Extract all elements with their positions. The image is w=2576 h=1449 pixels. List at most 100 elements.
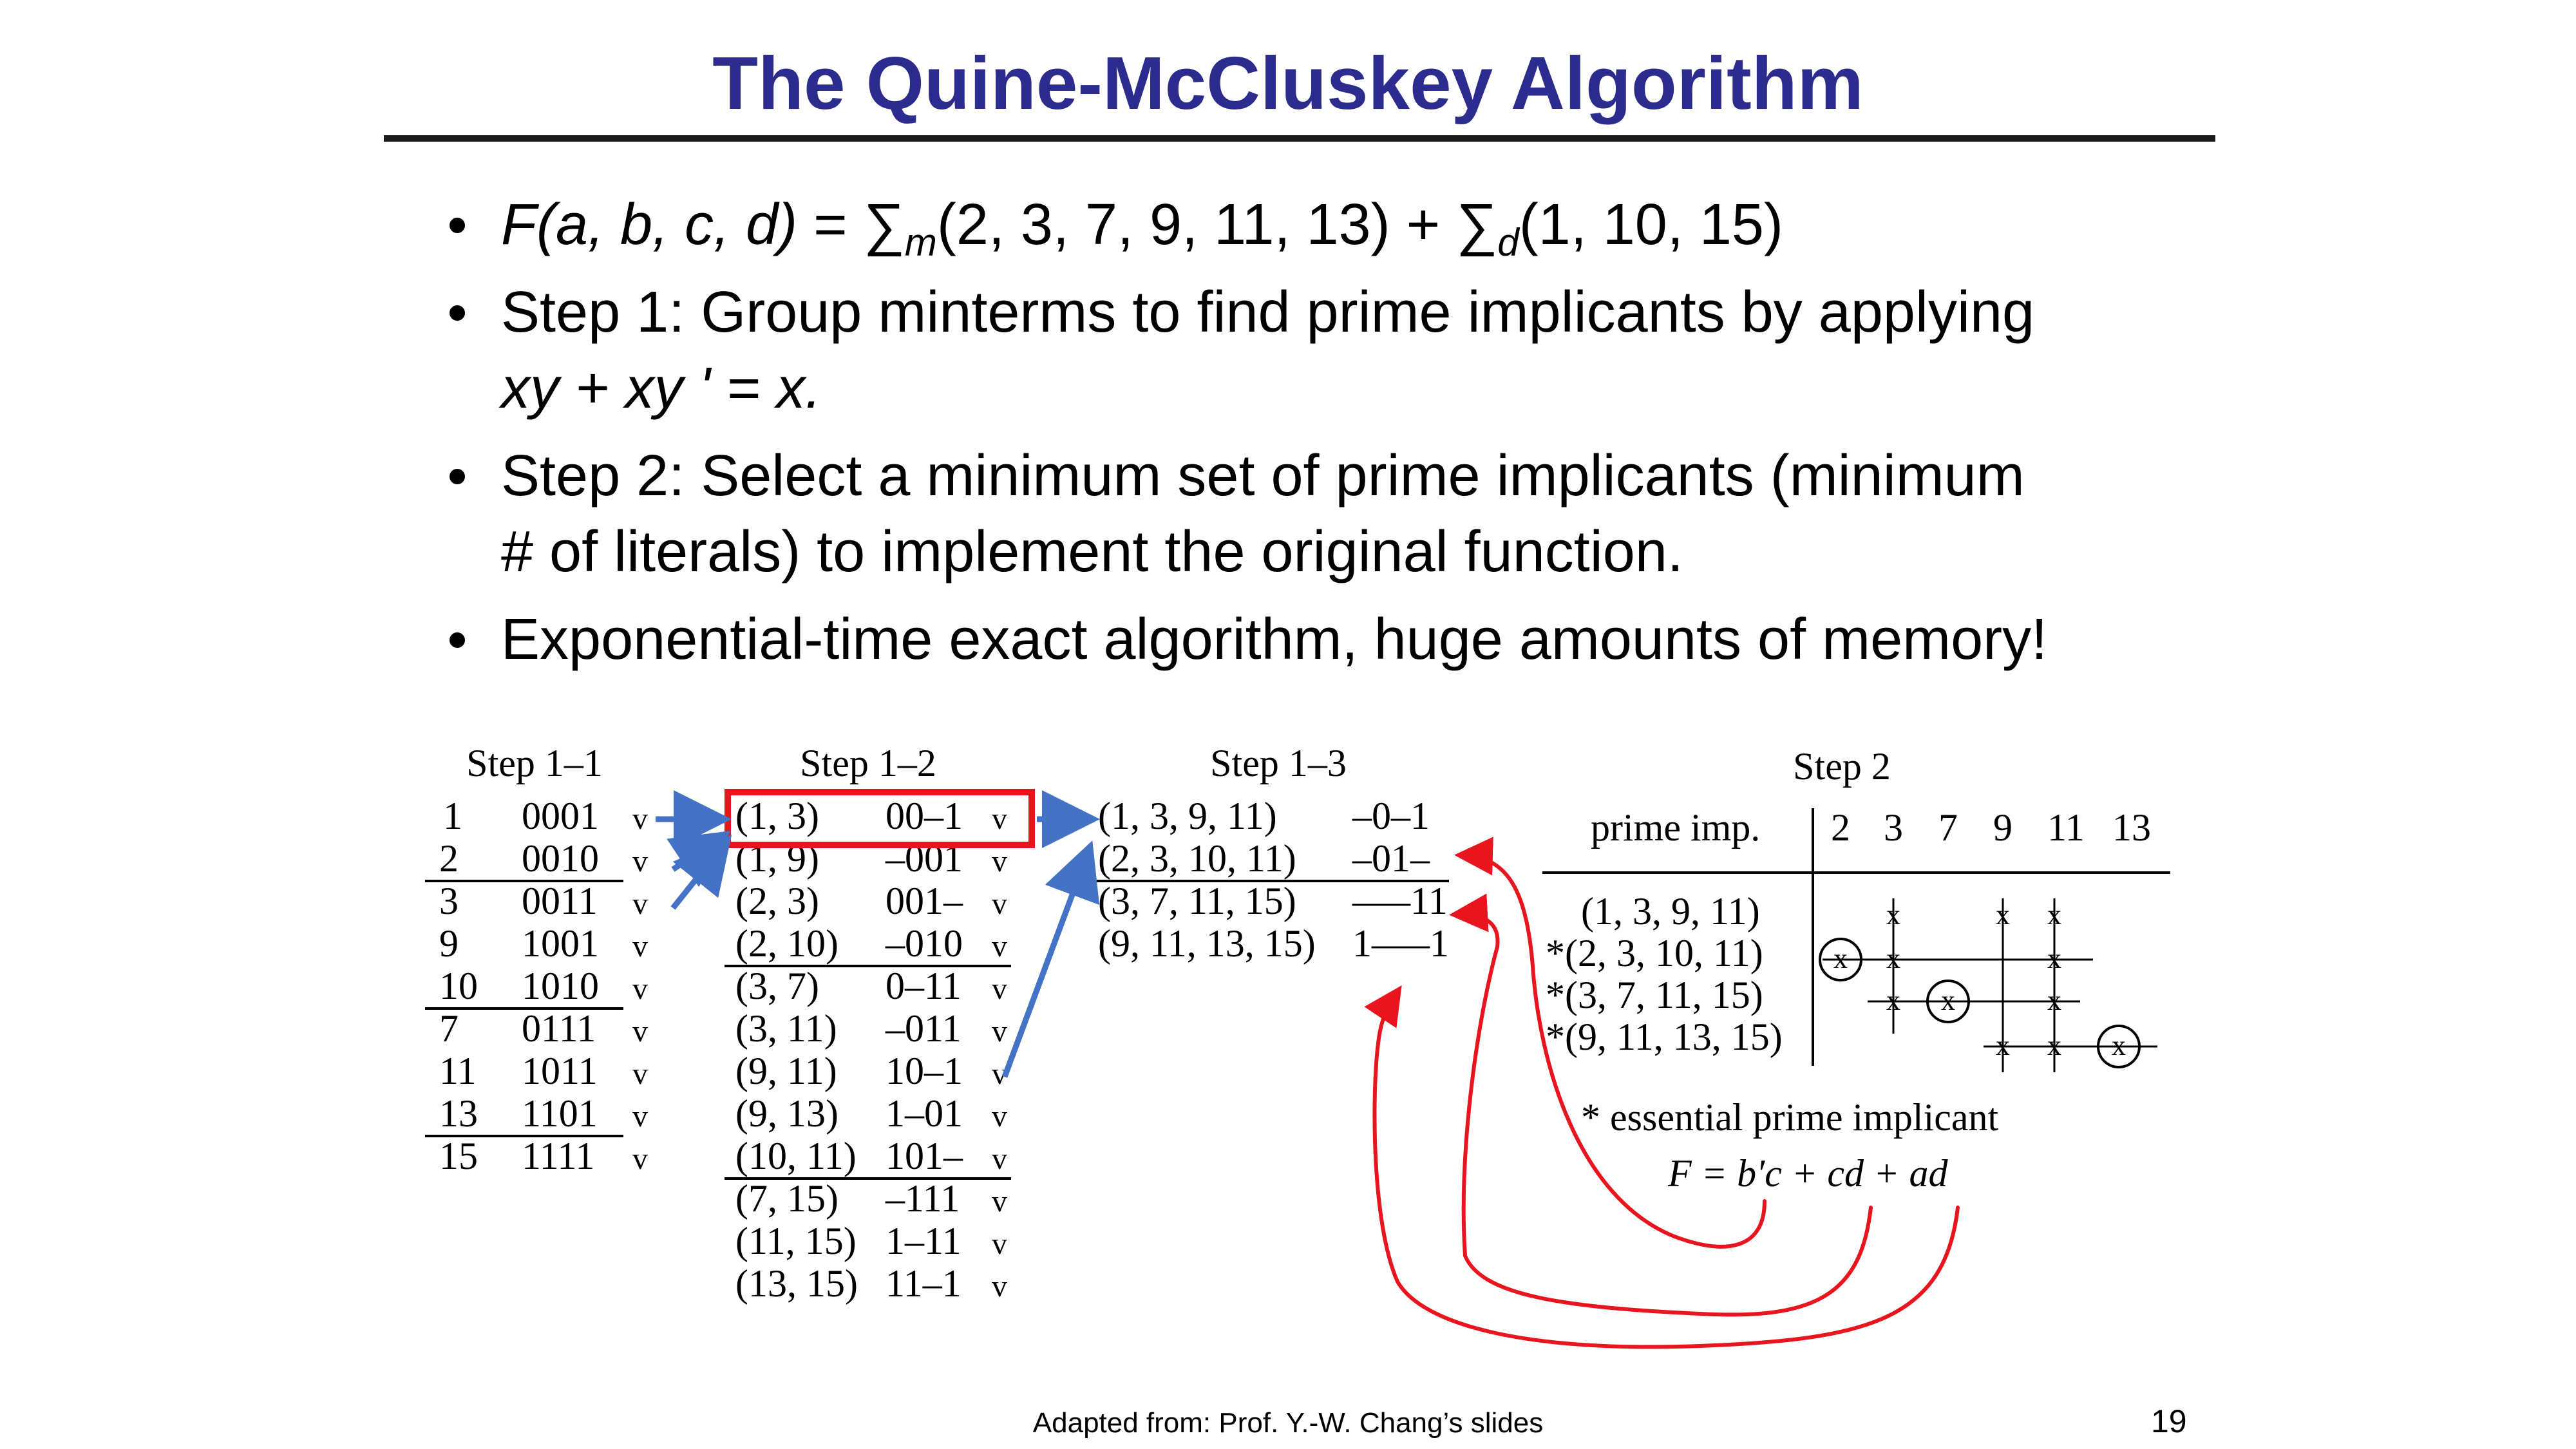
fn-minterms: (2, 3, 7, 9, 11, 13) + ∑	[936, 193, 1498, 257]
essential-circle	[1819, 938, 1862, 981]
essential-circle	[2097, 1025, 2141, 1068]
flow-arrows	[656, 790, 1100, 1078]
s12-code: 1–01	[886, 1092, 963, 1135]
s12-pair: (11, 15)	[735, 1220, 857, 1262]
bullet-function: F(a, b, c, d) = ∑m(2, 3, 7, 9, 11, 13) +…	[444, 187, 2248, 263]
s12-check: v	[992, 887, 1007, 921]
s11-code: 1001	[522, 922, 599, 965]
s11-n: 7	[439, 1007, 459, 1050]
s12-pair: (9, 11)	[735, 1050, 837, 1092]
s11-code: 1010	[522, 965, 599, 1007]
s13-group: (2, 3, 10, 11)	[1098, 837, 1296, 880]
sub-m: m	[904, 221, 937, 264]
chart-row: *(2, 3, 10, 11)	[1546, 932, 1763, 974]
cover-mark: x	[1996, 1030, 2010, 1061]
s12-check: v	[992, 1184, 1007, 1218]
chart-col: 11	[2047, 806, 2085, 849]
bullet-step2: Step 2: Select a minimum set of prime im…	[444, 438, 2248, 590]
cover-mark: x	[2112, 1030, 2126, 1061]
s12-code: 001–	[886, 880, 963, 922]
step1-1-table: 1 0001 v 2 0010 v 3 0011 v 9 1001 v 10 1…	[425, 795, 648, 1177]
s11-code: 0011	[522, 880, 598, 922]
chart-row: *(3, 7, 11, 15)	[1546, 974, 1763, 1016]
chart-col: 13	[2112, 806, 2151, 849]
cover-mark: x	[2047, 943, 2061, 974]
chart-col: 9	[1993, 806, 2012, 849]
s12-code: –011	[885, 1007, 961, 1050]
s12-check: v	[992, 844, 1007, 878]
s11-check: v	[632, 887, 648, 921]
step1-2-title: Step 1–2	[800, 742, 936, 784]
s12-check: v	[992, 802, 1007, 836]
s11-code: 0001	[522, 795, 599, 837]
s11-check: v	[632, 1014, 648, 1048]
s12-check: v	[992, 1142, 1007, 1176]
step2-text: Step 2: Select a minimum set of prime im…	[501, 444, 2025, 508]
s13-group: (1, 3, 9, 11)	[1098, 795, 1277, 837]
s11-check: v	[632, 1099, 648, 1133]
s12-pair: (10, 11)	[735, 1135, 857, 1177]
s11-code: 0010	[522, 837, 599, 880]
s12-pair: (3, 7)	[735, 965, 819, 1007]
cover-mark: x	[1886, 985, 1900, 1016]
cover-mark: x	[1941, 985, 1955, 1016]
s11-n: 15	[439, 1135, 478, 1177]
step2-chart: prime imp. 2 3 7 9 11 13 (1, 3, 9, 11) *…	[1542, 806, 2170, 1195]
step2-text-2: # of literals) to implement the original…	[501, 520, 1683, 584]
annotation-curve	[1364, 985, 1960, 1349]
step1-3-title: Step 1–3	[1210, 742, 1347, 784]
essential-circle	[1926, 980, 1970, 1023]
s11-n: 10	[439, 965, 478, 1007]
step1-3-table: (1, 3, 9, 11) –0–1 (2, 3, 10, 11) –01– (…	[1092, 795, 1449, 965]
bullet-complexity: Exponential-time exact algorithm, huge a…	[444, 601, 2248, 677]
cover-mark: x	[1833, 943, 1848, 974]
s12-pair: (2, 3)	[735, 880, 819, 922]
s13-code: —–11	[1352, 880, 1448, 922]
sub-d: d	[1497, 221, 1519, 264]
chart-col: 2	[1831, 806, 1850, 849]
bullet-list: F(a, b, c, d) = ∑m(2, 3, 7, 9, 11, 13) +…	[444, 187, 2248, 689]
s12-check: v	[992, 1269, 1007, 1303]
result-formula: F = b′c + cd + ad	[1667, 1152, 1949, 1195]
s11-check: v	[632, 972, 648, 1006]
s12-check: v	[992, 972, 1007, 1006]
step1-expr: xy + xy ' = x.	[501, 356, 822, 421]
s12-pair: (13, 15)	[735, 1262, 858, 1305]
s12-pair: (2, 10)	[735, 922, 838, 965]
annotation-curve	[1454, 837, 1766, 1249]
cover-mark: x	[1886, 899, 1900, 931]
s11-n: 9	[439, 922, 459, 965]
step1-2-table: (1, 3) 00–1 v (1, 9) –001 v (2, 3) 001– …	[724, 789, 1035, 1305]
annotation-curve	[1449, 893, 1873, 1317]
cover-mark: x	[2047, 1030, 2061, 1061]
cover-mark: x	[2047, 899, 2061, 931]
s12-pair: (7, 15)	[735, 1177, 838, 1220]
arrow-icon	[1001, 840, 1100, 1078]
cover-mark: x	[1996, 899, 2010, 931]
s11-code: 1111	[522, 1135, 594, 1177]
chart-row: (1, 3, 9, 11)	[1581, 890, 1760, 933]
s11-n: 3	[439, 880, 459, 922]
s11-code: 0111	[522, 1007, 596, 1050]
s12-check: v	[992, 1014, 1007, 1048]
s12-code: 10–1	[886, 1050, 963, 1092]
slide-title: The Quine-McCluskey Algorithm	[712, 41, 1864, 125]
fn-eq: = ∑	[797, 193, 905, 257]
fn-args: (a, b, c, d)	[536, 193, 798, 257]
title-rule	[384, 135, 2215, 142]
s12-code: 00–1	[886, 795, 963, 837]
s13-code: –0–1	[1352, 795, 1430, 837]
s11-n: 13	[439, 1092, 478, 1135]
arrow-icon	[670, 834, 732, 910]
chart-col: 7	[1938, 806, 1958, 849]
s11-n: 1	[443, 795, 462, 837]
cover-mark: x	[2047, 985, 2061, 1016]
s12-check: v	[992, 1099, 1007, 1133]
essential-note: * essential prime implicant	[1581, 1096, 1998, 1139]
footer-credit: Adapted from: Prof. Y.-W. Chang’s slides	[1032, 1407, 1544, 1439]
s11-check: v	[632, 929, 648, 963]
s12-pair: (1, 3)	[735, 795, 819, 837]
s13-code: –01–	[1352, 837, 1430, 880]
fn-dontcares: (1, 10, 15)	[1519, 193, 1783, 257]
